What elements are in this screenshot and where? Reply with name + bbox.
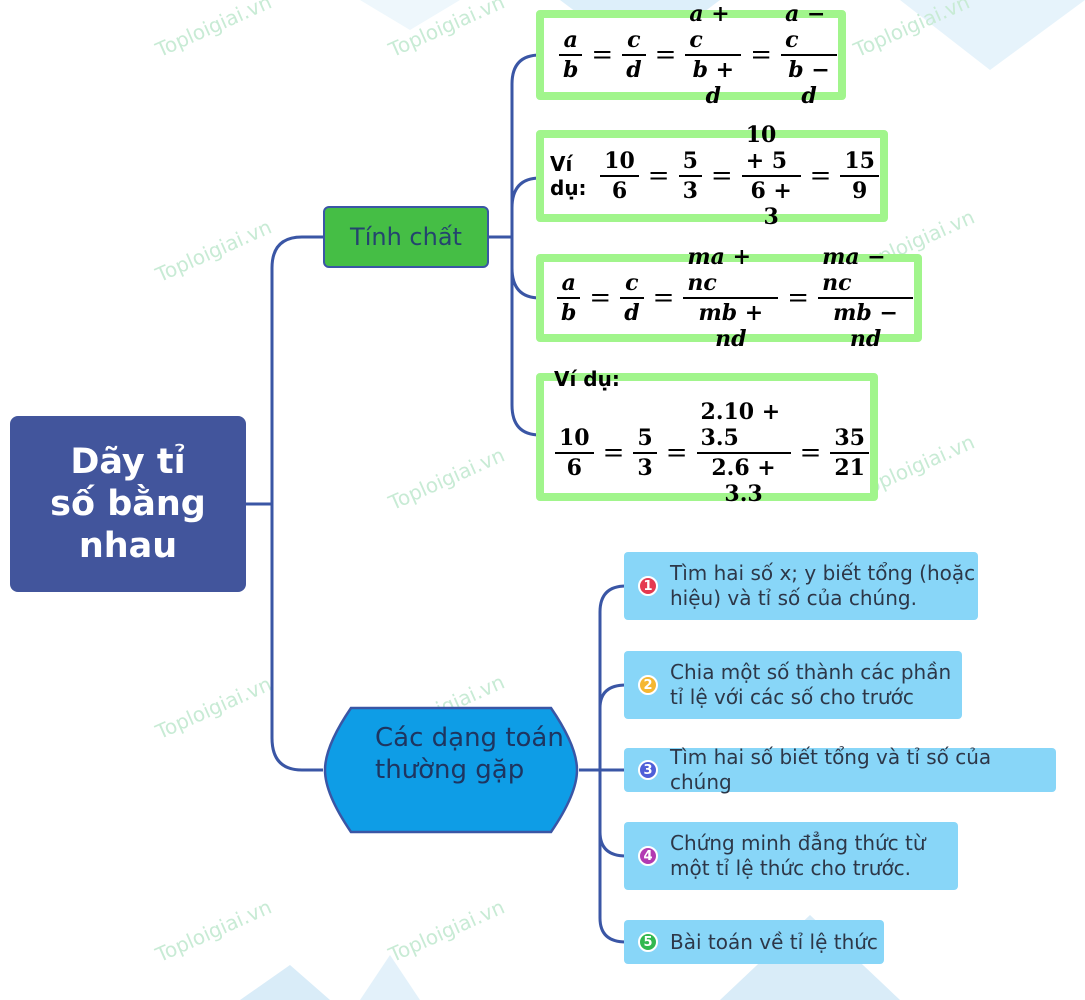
type-item-text: Chứng minh đẳng thức từ một tỉ lệ thức c… [670,831,926,880]
type-item-2: 2 Chia một số thành các phần tỉ lệ với c… [624,651,962,719]
number-badge-2: 2 [638,675,658,695]
number-badge-1: 1 [638,576,658,596]
root-node: Dãy tỉ số bằng nhau [10,416,246,592]
type-item-text: Tìm hai số x; y biết tổng (hoặc hiệu) và… [670,561,976,610]
branch-types-label: Các dạng toán thường gặp [375,723,564,785]
type-item-5: 5 Bài toán về tỉ lệ thức [624,920,884,964]
type-item-3: 3 Tìm hai số biết tổng và tỉ số của chún… [624,745,1056,794]
branch-property-label: Tính chất [350,223,462,251]
example-label: Ví dụ: [554,367,620,391]
number-badge-3: 3 [638,760,658,780]
example-label: Ví dụ: [550,152,587,200]
root-label: Dãy tỉ số bằng nhau [50,442,206,566]
type-item-4: 4 Chứng minh đẳng thức từ một tỉ lệ thức… [624,822,958,890]
type-item-text: Bài toán về tỉ lệ thức [670,929,878,954]
number-badge-4: 4 [638,846,658,866]
type-item-text: Chia một số thành các phần tỉ lệ với các… [670,660,952,709]
type-item-1: 1 Tìm hai số x; y biết tổng (hoặc hiệu) … [624,552,978,620]
branch-property: Tính chất [323,206,489,268]
number-badge-5: 5 [638,932,658,952]
type-item-text: Tìm hai số biết tổng và tỉ số của chúng [670,745,992,794]
branch-types: Các dạng toán thường gặp [323,706,579,834]
